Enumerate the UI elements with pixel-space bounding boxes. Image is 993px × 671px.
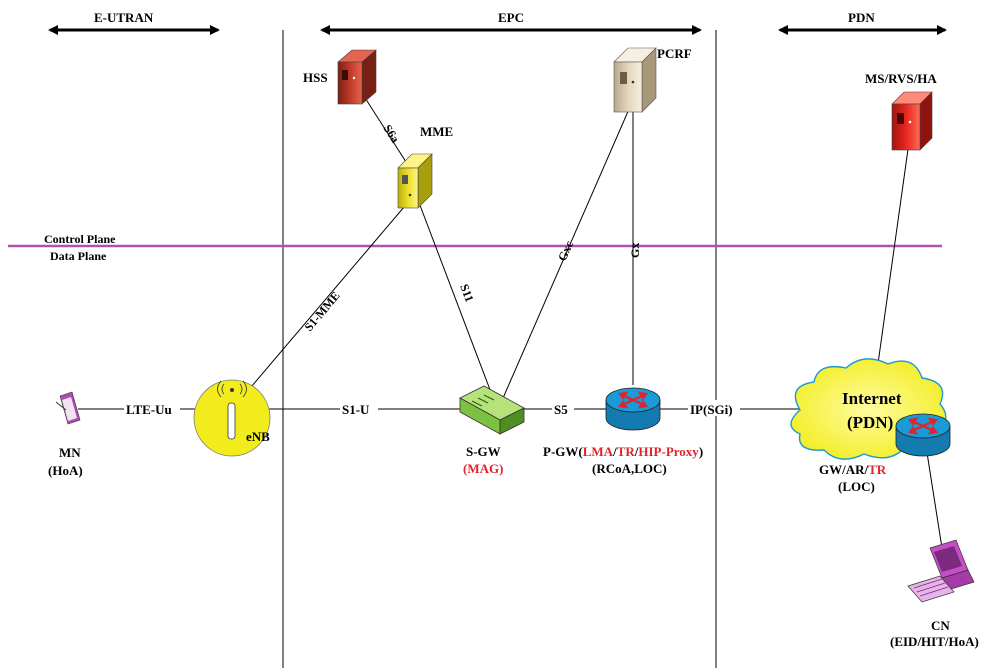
antenna-icon (217, 380, 247, 440)
gx-label: Gx (628, 243, 642, 258)
pgw-node[interactable]: P-GW(LMA/TR/HIP-Proxy) (RCoA,LOC) (543, 387, 703, 476)
hss-node[interactable]: HSS (303, 49, 377, 105)
s6a-link (359, 89, 409, 166)
server-icon (397, 153, 433, 209)
s11-label: S11 (457, 282, 477, 304)
gw-node[interactable]: GW/AR/TR (LOC) (819, 413, 951, 494)
pgw-sub-label: (RCoA,LOC) (592, 461, 667, 476)
mn-sub-label: (HoA) (48, 463, 83, 478)
connections (78, 89, 943, 549)
mme-label: MME (420, 124, 453, 139)
router-icon (895, 413, 951, 457)
ms-label: MS/RVS/HA (865, 71, 937, 86)
ms-internet-link (874, 134, 911, 386)
cn-sub-label: (EID/HIT/HoA) (890, 634, 979, 649)
computer-terminal-icon (907, 539, 975, 603)
gw-cn-link (924, 439, 943, 549)
sgw-sub-label: (MAG) (463, 461, 503, 476)
server-icon (891, 91, 933, 151)
sgw-node[interactable]: S-GW (MAG) (459, 385, 525, 476)
s11-link (417, 199, 493, 396)
cn-label: CN (931, 618, 950, 633)
enb-label: eNB (246, 429, 270, 444)
s1u-label: S1-U (342, 402, 370, 417)
data-plane-label: Data Plane (50, 249, 107, 263)
epc-label: EPC (498, 10, 524, 25)
router-icon (605, 387, 661, 431)
sgw-label: S-GW (466, 444, 501, 459)
gw-label: GW/AR/TR (819, 462, 887, 477)
eutran-label: E-UTRAN (94, 10, 154, 25)
s5-label: S5 (554, 402, 568, 417)
mme-node[interactable]: MME (397, 124, 453, 209)
mn-node[interactable]: MN (HoA) (48, 391, 83, 478)
internet-label: Internet (842, 389, 902, 408)
server-icon (613, 47, 657, 113)
domain-separators (282, 30, 717, 668)
pdn-label: PDN (848, 10, 875, 25)
hss-label: HSS (303, 70, 328, 85)
sgi-label: IP(SGi) (690, 402, 733, 417)
server-icon (337, 49, 377, 105)
gateway-switch-icon (459, 385, 525, 435)
enb-node[interactable]: eNB (193, 379, 271, 457)
control-plane-label: Control Plane (44, 232, 116, 246)
mn-label: MN (59, 445, 81, 460)
pgw-label: P-GW(LMA/TR/HIP-Proxy) (543, 444, 703, 459)
gxc-label: Gxc (555, 238, 576, 263)
domain-headers: E-UTRAN EPC PDN (48, 10, 947, 35)
internet-sub-label: (PDN) (847, 413, 893, 432)
lteuu-label: LTE-Uu (126, 402, 172, 417)
cn-node[interactable]: CN (EID/HIT/HoA) (890, 539, 979, 649)
s1mme-link (239, 199, 411, 401)
s6a-label: S6a (380, 122, 402, 145)
mobile-phone-icon (55, 391, 81, 425)
pcrf-label: PCRF (657, 46, 692, 61)
s1mme-label: S1-MME (302, 289, 343, 334)
gw-sub-label: (LOC) (838, 479, 875, 494)
gxc-link (499, 99, 634, 406)
plane-divider: Control Plane Data Plane (8, 232, 942, 263)
pcrf-node[interactable]: PCRF (613, 46, 692, 113)
ms-node[interactable]: MS/RVS/HA (865, 71, 937, 151)
